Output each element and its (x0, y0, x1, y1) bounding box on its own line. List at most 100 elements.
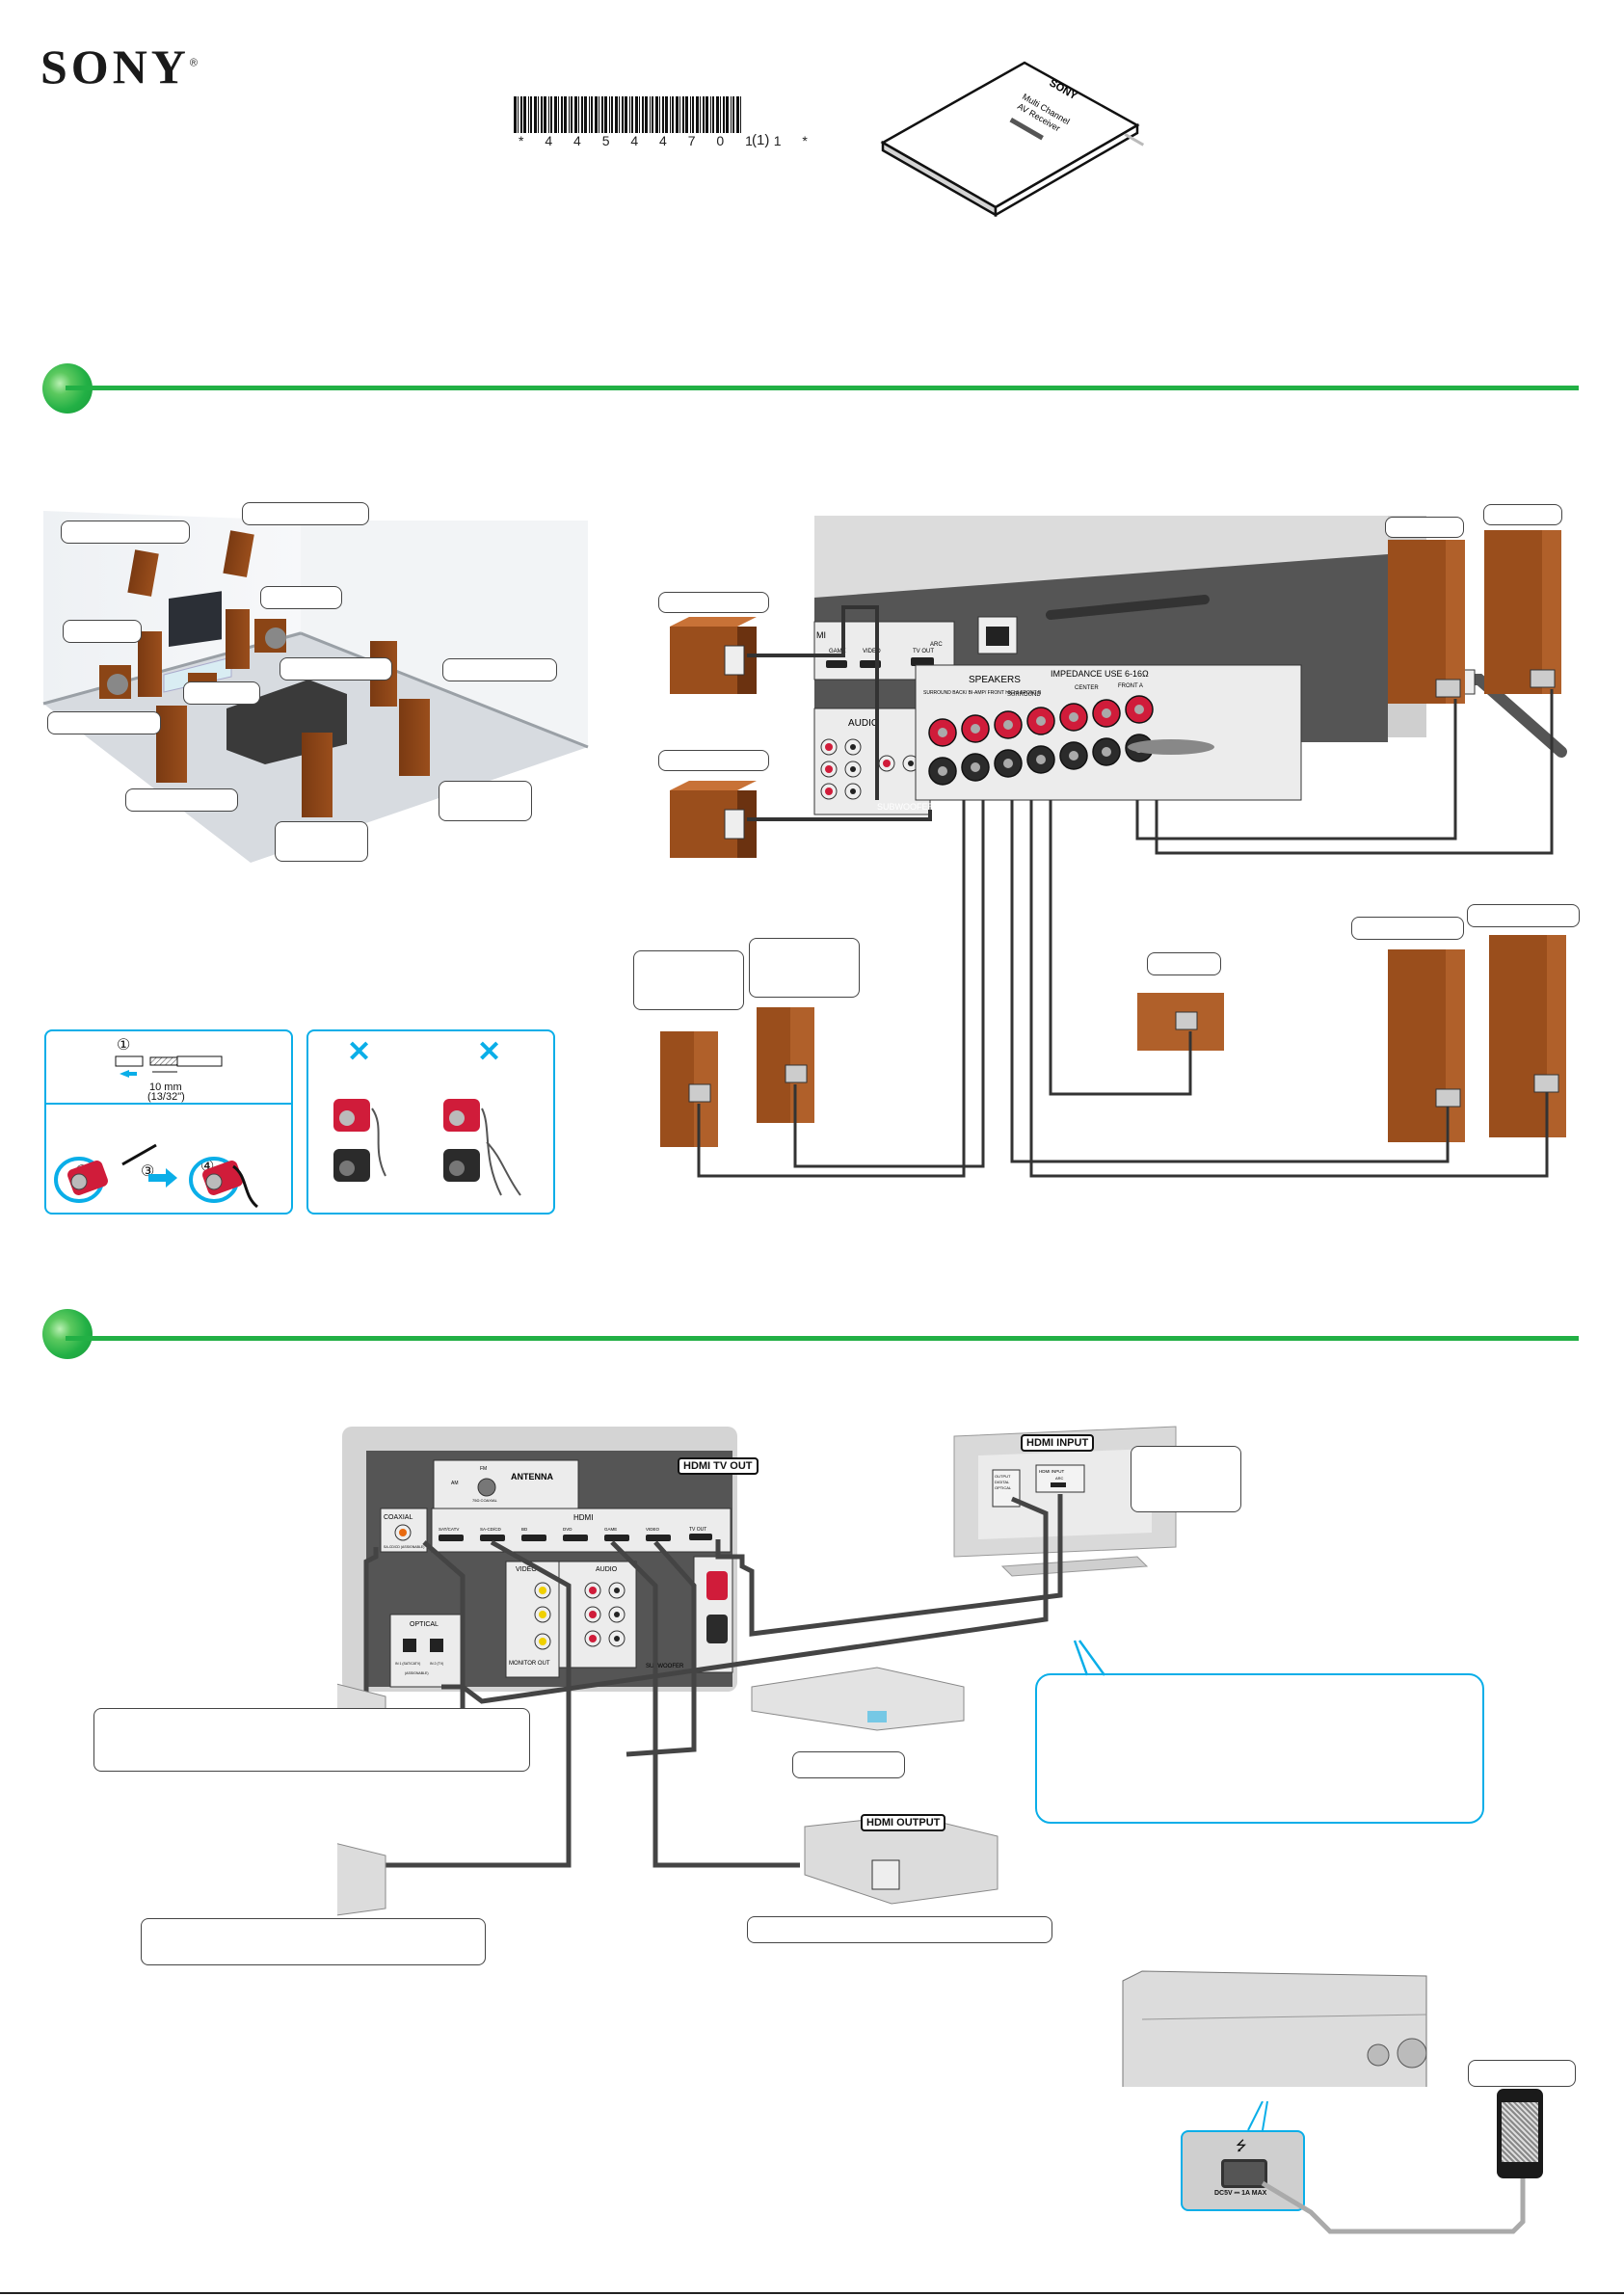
optical-input-2: IN 2 (TV) (430, 1662, 443, 1666)
barcode-bar (514, 96, 517, 133)
label-subwoofer-1 (658, 592, 769, 613)
am-label: AM (451, 1481, 459, 1486)
front-speaker-right-2 (1484, 530, 1561, 694)
surround-back-speaker-2 (1489, 935, 1566, 1137)
barcode-bar (696, 96, 699, 133)
barcode-bar (642, 96, 644, 133)
wire-strip-illustration (115, 1055, 223, 1078)
barcode-bar (564, 96, 567, 133)
terminal-hole (1102, 747, 1111, 757)
barcode-bar (645, 96, 648, 133)
hdmi-input-port (646, 1535, 671, 1541)
barcode-bar (534, 96, 537, 133)
fm-label: FM (480, 1466, 487, 1472)
barcode-bar (589, 96, 590, 133)
optical-label: OPTICAL (410, 1621, 439, 1628)
incorrect-terminal-illustration (333, 1099, 521, 1196)
hdmi-input-port (521, 1535, 546, 1541)
section-2-marker (42, 1309, 93, 1359)
barcode-bar (611, 96, 613, 133)
page-bottom-rule (0, 2292, 1624, 2294)
barcode-bar (700, 96, 701, 133)
barcode-bar (635, 96, 638, 133)
tv-hdmi-input-port: HDMI INPUT (1039, 1469, 1064, 1474)
barcode-bar (595, 96, 598, 133)
barcode-bar (523, 96, 526, 133)
barcode-bar (581, 96, 583, 133)
barcode-bar (548, 96, 549, 133)
barcode-bar (672, 96, 674, 133)
barcode-bar (712, 96, 714, 133)
barcode-bar (558, 96, 559, 133)
monitor-out-label: MONITOR OUT (509, 1661, 550, 1667)
usb-icon: ⭍ (1236, 2138, 1247, 2153)
terminal-hole (1069, 751, 1078, 761)
barcode-bar (731, 96, 732, 133)
room-label-subwoofer-left (47, 711, 161, 734)
barcode-number: * 4 4 5 4 4 7 0 1 1 * (519, 133, 816, 148)
hdmi-input-label: GAME (604, 1527, 617, 1532)
barcode-bar (574, 96, 577, 133)
hdmi-label: HDMI (573, 1513, 593, 1522)
room-label-surround-back-right (439, 781, 532, 821)
barcode-bar (679, 96, 680, 133)
barcode-bar (732, 96, 734, 133)
barcode-bar (601, 96, 603, 133)
impedance-label: IMPEDANCE USE 6-16Ω (1051, 669, 1149, 679)
tv-note-box (1131, 1446, 1241, 1512)
speaker-terminals (928, 695, 1154, 786)
hdmi-input-label: SA-CD/CD (480, 1527, 502, 1532)
barcode-bar (615, 96, 618, 133)
incorrect-mark-icon: ✕ (347, 1036, 372, 1068)
barcode-bar (706, 96, 708, 133)
usb-rating: DC5V ⎓ 1A MAX (1214, 2190, 1267, 2197)
terminal-hole (1036, 716, 1046, 726)
barcode-bar (662, 96, 664, 133)
barcode-bar (625, 96, 627, 133)
subwoofer-2 (670, 781, 757, 858)
barcode-bar (659, 96, 660, 133)
tv-optical-optical-label: OPTICAL (995, 1485, 1012, 1490)
receiver-speaker-connections: MI GAME VIDEO TV OUT ARC AUDIO SUBWOOFER… (660, 516, 1567, 1178)
hdmi-input-callout: HDMI INPUT (1021, 1434, 1095, 1452)
barcode (514, 96, 741, 133)
hdmi-device-2 (337, 1843, 386, 1916)
hdmi-port-game: GAME (829, 649, 846, 654)
barcode-bar (736, 96, 739, 133)
barcode-bar (544, 96, 546, 133)
device-3-label-box (747, 1916, 1052, 1943)
barcode-bar (726, 96, 729, 133)
hdmi-input-label: VIDEO (646, 1527, 660, 1532)
game-console-label-box (792, 1751, 905, 1778)
barcode-bar (619, 96, 620, 133)
barcode-bar (609, 96, 610, 133)
audio-section-label: AUDIO (848, 718, 879, 729)
manual-book-illustration: SONY Multi Channel AV Receiver (880, 61, 1145, 218)
terminal-hole (971, 762, 980, 772)
surround-speaker-2 (757, 1007, 814, 1123)
barcode-bar (550, 96, 552, 133)
hdmi-tv-out-port: TV OUT (689, 1527, 706, 1533)
hdmi-input-port (439, 1535, 464, 1541)
label-front-speaker-2 (1483, 504, 1562, 525)
tv-arc-label: ARC (1055, 1476, 1064, 1481)
barcode-bar (591, 96, 593, 133)
barcode-bar (629, 96, 630, 133)
barcode-bar (530, 96, 532, 133)
registered-mark: ® (189, 57, 199, 69)
terminal-hole (1003, 759, 1013, 768)
barcode-bar (554, 96, 557, 133)
device-1-label-box (93, 1708, 530, 1772)
barcode-bar (571, 96, 572, 133)
section-1-divider (66, 386, 1579, 390)
hdmi-input-label: SAT/CATV (439, 1527, 459, 1532)
coaxial-input-label: SA-CD/CD (ASSIGNABLE) (384, 1545, 424, 1549)
hdmi-section-label: MI (816, 630, 826, 640)
barcode-bar (740, 96, 741, 133)
barcode-bar (703, 96, 705, 133)
barcode-bar (716, 96, 719, 133)
hdmi-input-port (563, 1535, 588, 1541)
label-center (1147, 952, 1221, 975)
tv-optical-digital-label: DIGITAL (995, 1480, 1010, 1484)
